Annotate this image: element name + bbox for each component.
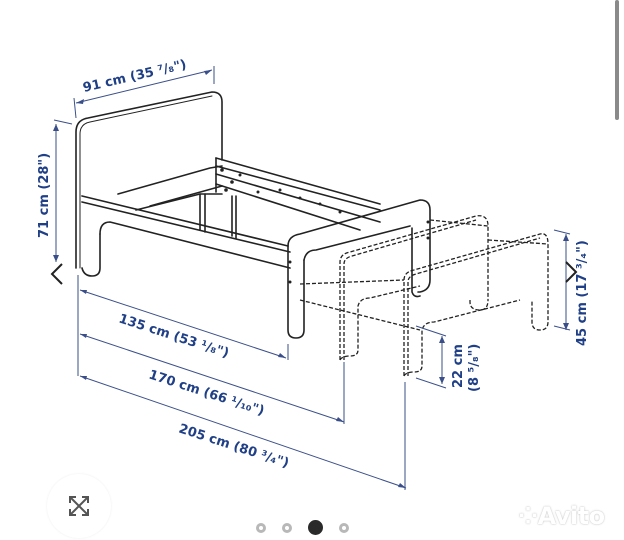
chevron-right-icon[interactable]	[562, 260, 580, 284]
avito-logo-icon: ⁘	[518, 502, 538, 530]
pagination-dot-1[interactable]	[256, 522, 266, 533]
clearance-cm-label: 22 cm	[451, 344, 466, 388]
scrollbar[interactable]	[615, 0, 619, 120]
pagination-dots	[256, 520, 349, 535]
width-dimension-label: 91 cm (35 ⁷/₈")	[82, 57, 188, 95]
footboard-height-label: 45 cm (17 ³/₄")	[575, 240, 590, 346]
avito-watermark: ⁘Avito	[518, 502, 605, 530]
expand-arrows-icon	[69, 496, 89, 516]
length-min-label: 135 cm (53 ¹/₈")	[117, 312, 231, 362]
length-mid-label: 170 cm (66 ¹/₁₀")	[147, 368, 266, 420]
expand-fullscreen-button[interactable]	[47, 474, 111, 538]
chevron-left-icon[interactable]	[48, 262, 66, 286]
pagination-dot-2[interactable]	[282, 522, 292, 533]
pagination-dot-3-active[interactable]	[308, 520, 323, 535]
clearance-in-label: (8 ⁵/₈")	[467, 344, 482, 392]
pagination-dot-4[interactable]	[339, 522, 349, 533]
headboard-height-label: 71 cm (28")	[37, 153, 52, 238]
